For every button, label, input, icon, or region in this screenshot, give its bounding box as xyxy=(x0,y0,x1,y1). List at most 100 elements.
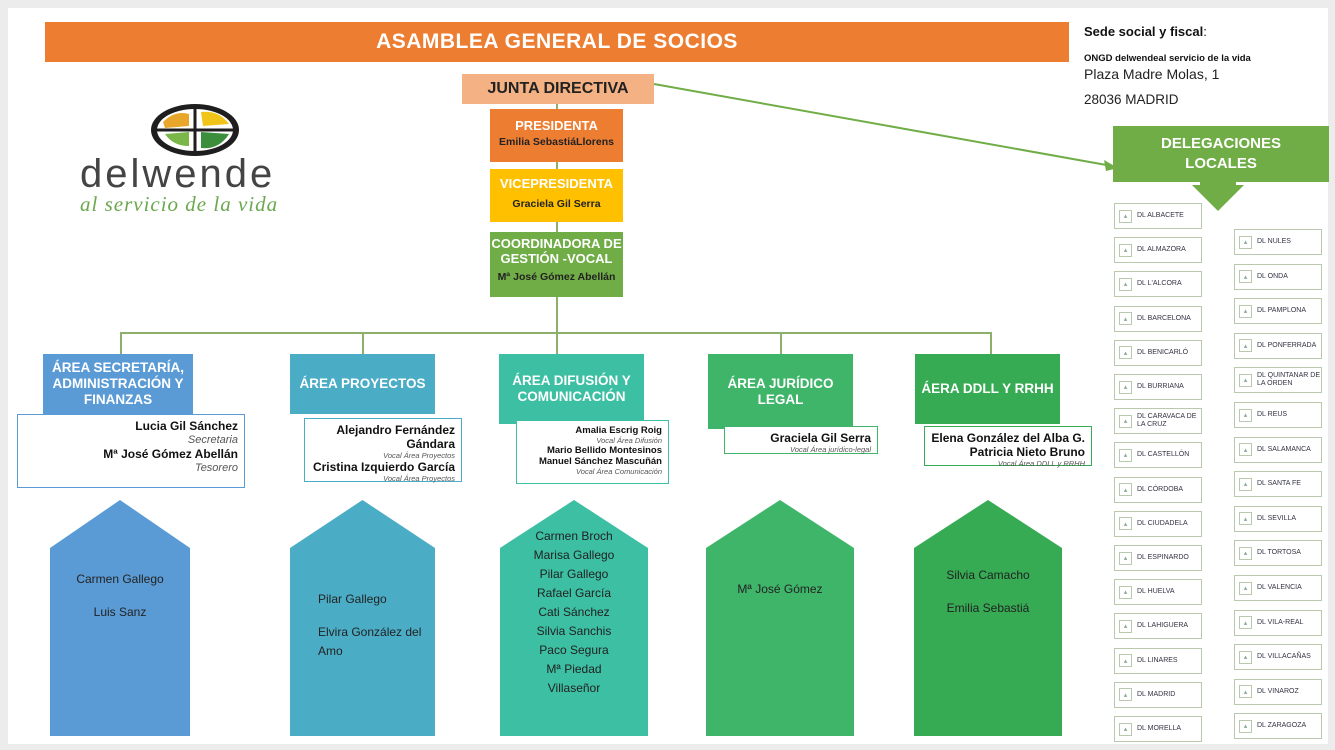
volunteer-name: Mª José Gómez xyxy=(737,582,823,596)
delegation-item: ▴DL VINAROZ xyxy=(1234,678,1322,705)
area-header: ÁREA JURÍDICO LEGAL xyxy=(708,354,853,429)
image-placeholder-icon: ▴ xyxy=(1119,722,1132,736)
delegation-label: DL ESPINARDO xyxy=(1137,554,1189,561)
image-placeholder-icon: ▴ xyxy=(1119,688,1132,702)
delegation-item: ▴DL SANTA FE xyxy=(1234,471,1322,498)
delegation-label: DL VINAROZ xyxy=(1257,687,1299,695)
image-placeholder-icon: ▴ xyxy=(1119,243,1132,257)
coordinator-name: Mª José Gómez Abellán xyxy=(497,271,616,283)
vice-president-box: VICEPRESIDENTA Graciela Gil Serra xyxy=(490,169,623,222)
image-placeholder-icon: ▴ xyxy=(1119,483,1132,497)
volunteer-name: Pilar Gallego xyxy=(318,592,387,606)
delegation-item: ▴DL L'ALCORA xyxy=(1114,271,1202,298)
image-placeholder-icon: ▴ xyxy=(1239,650,1252,664)
image-placeholder-icon: ▴ xyxy=(1119,448,1132,462)
volunteer-name: Mª Piedad xyxy=(546,662,602,676)
area-connector xyxy=(990,332,992,356)
delegation-label: DL VILA-REAL xyxy=(1257,618,1304,626)
delegation-label: DL PONFERRADA xyxy=(1257,341,1317,349)
delegation-item: ▴DL ONDA xyxy=(1234,263,1322,290)
delegation-item: ▴DL LINARES xyxy=(1114,647,1202,674)
board-header: JUNTA DIRECTIVA xyxy=(462,74,654,104)
volunteer-name: Pilar Gallego xyxy=(539,567,609,581)
area-connector xyxy=(780,332,782,356)
volunteer-shape xyxy=(50,500,190,736)
hq-label: Sede social y fiscal: xyxy=(1084,24,1207,39)
vice-president-name: Graciela Gil Serra xyxy=(512,198,601,210)
delegation-item: ▴ DL VILA-REAL xyxy=(1234,609,1322,636)
volunteer-shape xyxy=(914,500,1062,736)
delegations-header: DELEGACIONES LOCALES xyxy=(1113,126,1329,182)
delegation-label: DL MADRID xyxy=(1137,690,1176,698)
vice-president-title: VICEPRESIDENTA xyxy=(499,176,614,191)
person-name: Patricia Nieto Bruno xyxy=(969,445,1085,459)
delegation-item: ▴ DL VILLACAÑAS xyxy=(1234,644,1322,671)
image-placeholder-icon: ▴ xyxy=(1119,277,1132,291)
delegation-item: ▴DL QUINTANAR DE LA ORDEN xyxy=(1234,367,1322,394)
delegation-label: DL NULES xyxy=(1257,238,1291,245)
delegation-item: ▴ DL TORTOSA xyxy=(1234,540,1322,567)
delegation-item: ▴DL LAHIGUERA xyxy=(1114,613,1202,640)
delegation-label: DL SEVILLA xyxy=(1257,514,1297,522)
hq-address: Plaza Madre Molas, 1 xyxy=(1084,66,1220,82)
image-placeholder-icon: ▴ xyxy=(1239,616,1252,630)
image-placeholder-icon: ▴ xyxy=(1119,346,1132,360)
person-name: Mario Bellido Montesinos xyxy=(546,445,662,456)
delegation-item: ▴ DL ALBACETE xyxy=(1114,203,1202,229)
delegation-label: DL QUINTANAR DE LA ORDEN xyxy=(1257,372,1321,388)
area-connector xyxy=(362,332,364,356)
person-name: Manuel Sánchez Mascuñán xyxy=(538,456,662,467)
delegation-item: ▴DL BURRIANA xyxy=(1114,374,1202,400)
delegation-item: ▴ DL ALMAZORA xyxy=(1114,237,1202,264)
delegation-item: ▴DL CASTELLÓN xyxy=(1114,442,1202,469)
delegation-label: DL ONDA xyxy=(1257,272,1288,280)
delegation-item: ▴DL NULES xyxy=(1234,229,1322,255)
delegation-label: DL ALBACETE xyxy=(1137,212,1184,219)
delegation-label: DL LINARES xyxy=(1137,656,1178,664)
image-placeholder-icon: ▴ xyxy=(1119,209,1132,223)
volunteer-name: Cati Sánchez xyxy=(538,605,610,619)
delegation-item: ▴ DL CÓRDOBA xyxy=(1114,476,1202,503)
delegation-label: DL BURRIANA xyxy=(1137,383,1184,390)
delegation-label: DL TORTOSA xyxy=(1257,549,1301,557)
area-people-box: Elena González del Alba G.Patricia Nieto… xyxy=(924,426,1092,468)
volunteer-name: Marisa Gallego xyxy=(533,548,615,562)
delegation-label: DL REUS xyxy=(1257,411,1288,418)
delegation-label: DL HUELVA xyxy=(1137,588,1175,596)
delegation-label: DL BARCELONA xyxy=(1137,314,1191,322)
delegation-label: DL CIUDADELA xyxy=(1137,519,1188,527)
delegation-label: DL PAMPLONA xyxy=(1257,307,1307,315)
logo-tagline: al servicio de la vida xyxy=(80,192,279,216)
delegation-item: ▴DL MORELLA xyxy=(1114,716,1202,742)
delegation-item: ▴ DL MADRID xyxy=(1114,681,1202,708)
image-placeholder-icon: ▴ xyxy=(1119,551,1132,565)
delegation-item: ▴ DL SEVILLA xyxy=(1234,505,1322,532)
delegation-item: ▴ DL PAMPLONA xyxy=(1234,298,1322,325)
image-placeholder-icon: ▴ xyxy=(1239,546,1252,560)
delegation-label: DL CÓRDOBA xyxy=(1137,485,1184,493)
area-header: ÁREA PROYECTOS xyxy=(290,354,435,414)
person-name: Cristina Izquierdo García xyxy=(312,460,455,474)
hq-city: 28036 MADRID xyxy=(1084,92,1179,107)
person-role: Vocal Área DDLL y RRHH xyxy=(997,459,1085,468)
delegation-label: DL SALAMANCA xyxy=(1257,445,1311,453)
area-header: ÁREA SECRETARÍA, ADMINISTRACIÓN Y FINANZ… xyxy=(43,354,193,414)
delegation-item: ▴DL BENICARLÓ xyxy=(1114,339,1202,366)
volunteer-name: Villaseñor xyxy=(547,681,601,695)
image-placeholder-icon: ▴ xyxy=(1239,477,1252,491)
image-placeholder-icon: ▴ xyxy=(1239,512,1252,526)
image-placeholder-icon: ▴ xyxy=(1239,304,1252,318)
delegation-label: DL LAHIGUERA xyxy=(1137,622,1189,630)
volunteer-name: Silvia Sanchis xyxy=(536,624,612,638)
delegation-label: DL VILLACAÑAS xyxy=(1257,653,1311,661)
delegation-arrow xyxy=(653,83,1118,171)
delegation-label: DL ALMAZORA xyxy=(1137,246,1186,254)
delegation-item: ▴DL BARCELONA xyxy=(1114,305,1202,332)
area-header: ÁREA DIFUSIÓN Y COMUNICACIÓN xyxy=(499,354,644,424)
person-role: Vocal Área Comunicación xyxy=(575,467,662,476)
